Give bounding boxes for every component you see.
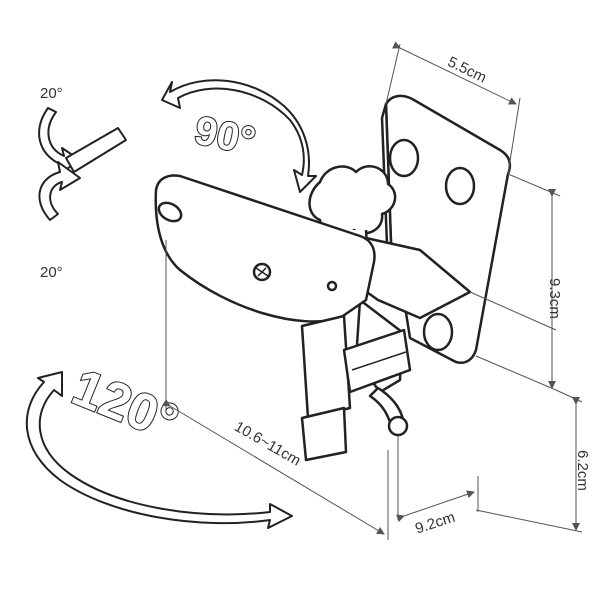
swivel-arrow [161, 79, 317, 193]
plate-small-hole [326, 280, 338, 292]
tilt-arrows [38, 107, 127, 221]
bottom-pivot-bolt [387, 415, 409, 437]
pan-label: 120° [64, 358, 185, 452]
clamp-upper-pad [300, 314, 352, 420]
tilt-up-label: 20° [40, 85, 63, 102]
plate-slot-hole [157, 201, 183, 223]
dimension-lines [161, 41, 583, 540]
wall-plate [380, 94, 512, 364]
tilt-down-label: 20° [40, 264, 63, 281]
clamp [300, 314, 412, 462]
dim-depth-bottom: 9.2cm [413, 509, 457, 538]
plate-hole-upper-right [444, 166, 476, 206]
swivel-label: 90° [191, 108, 259, 164]
dim-plate-length: 10.6~11cm [231, 418, 303, 469]
speaker-plate [154, 174, 376, 323]
dim-height-lower: 6.2cm [574, 450, 591, 491]
plate-hole-lower [422, 312, 454, 352]
dim-height-right: 9.3cm [546, 278, 563, 319]
clamp-lower-pad [300, 406, 348, 462]
dim-top-width: 5.5cm [445, 53, 489, 86]
plate-hole-upper-left [388, 138, 420, 178]
